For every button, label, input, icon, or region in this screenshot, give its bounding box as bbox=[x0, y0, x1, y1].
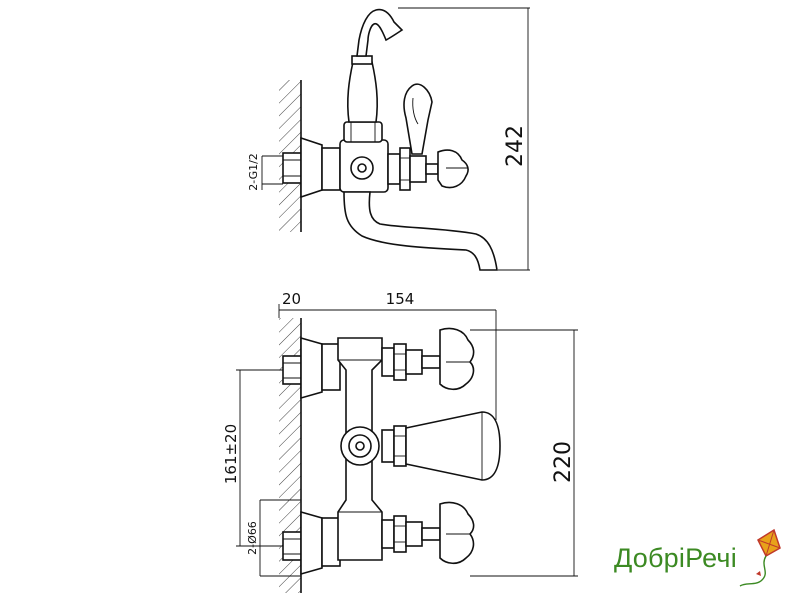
brand-logo: ДобріРечі bbox=[610, 526, 790, 590]
lever-handle-side bbox=[403, 83, 433, 155]
cross-handle-side bbox=[437, 149, 469, 189]
dimension-154: 154 bbox=[301, 290, 497, 420]
dimension-242: 242 bbox=[398, 7, 530, 271]
dim-label-220: 220 bbox=[551, 441, 576, 483]
cross-handle-upper bbox=[439, 327, 475, 391]
hand-shower-side bbox=[346, 61, 379, 123]
dim-label-242: 242 bbox=[503, 125, 528, 167]
shower-holder-hook bbox=[356, 8, 404, 57]
dimension-thread-dia: 2-Ø66 bbox=[246, 499, 301, 577]
diverter-front bbox=[340, 426, 380, 466]
dimension-220: 220 bbox=[470, 329, 578, 577]
dim-label-thread-side: 2-G1/2 bbox=[247, 153, 260, 191]
dimension-20: 20 bbox=[278, 290, 301, 318]
dimension-161: 161±20 bbox=[222, 369, 283, 547]
inlet-nipple-lower bbox=[282, 531, 302, 561]
dim-label-20: 20 bbox=[282, 290, 301, 308]
inlet-nipple-side bbox=[282, 152, 302, 184]
logo-text: ДобріРечі bbox=[614, 543, 737, 573]
kite-icon bbox=[739, 528, 781, 587]
dim-label-154: 154 bbox=[386, 290, 415, 308]
dim-label-thread-dia: 2-Ø66 bbox=[246, 521, 259, 555]
dim-label-161: 161±20 bbox=[222, 424, 240, 484]
side-view: 242 2-G1/2 bbox=[247, 7, 530, 271]
dimension-thread-side: 2-G1/2 bbox=[247, 153, 283, 191]
front-view: 20 154 bbox=[222, 290, 578, 593]
cross-handle-lower bbox=[439, 501, 475, 565]
spout-side bbox=[343, 191, 498, 271]
spout-front bbox=[405, 411, 501, 481]
inlet-nipple-upper bbox=[282, 355, 302, 385]
